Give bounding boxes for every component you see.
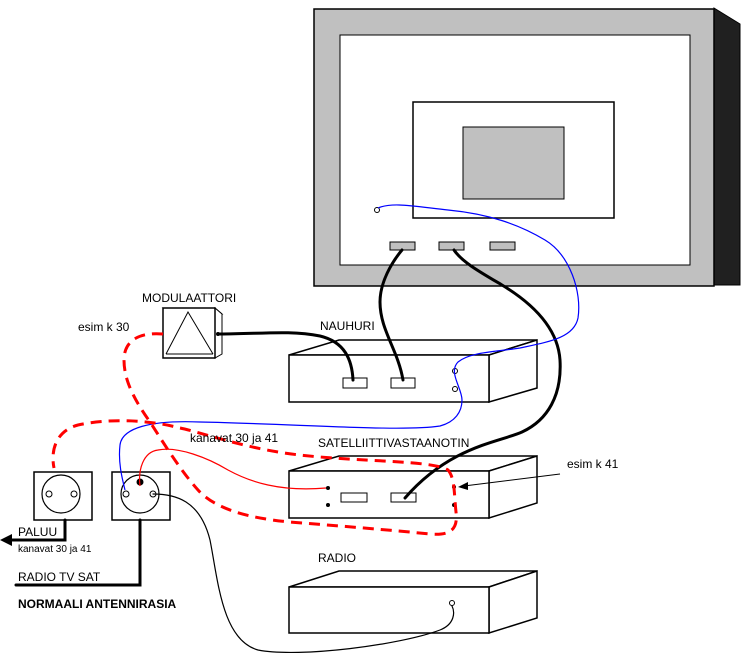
- radio-front: [288, 586, 490, 634]
- vcr-rf-connector-bottom: [452, 386, 458, 392]
- cable-tv-to-satellite: [403, 248, 562, 500]
- label-modulator: MODULAATTORI: [142, 291, 236, 305]
- satellite-receiver-connector-1: [326, 486, 330, 490]
- return-socket: [33, 471, 93, 521]
- modulator-symbol: [165, 310, 214, 355]
- label-radio: RADIO: [318, 551, 356, 565]
- vcr: [288, 338, 538, 403]
- vcr-front: [288, 354, 490, 403]
- satellite-receiver: [288, 454, 538, 520]
- label-satellite-receiver: SATELLIITTIVASTAANOTIN: [318, 436, 469, 450]
- modulator-box: [162, 307, 216, 359]
- radio-antenna-connector: [449, 600, 455, 606]
- return-arrowhead: [0, 534, 12, 546]
- television: [313, 7, 741, 287]
- satellite-receiver-front: [288, 470, 490, 519]
- cable-modulator-to-vcr: [218, 331, 355, 382]
- label-modulator-channel: esim k 30: [78, 320, 130, 334]
- label-vcr: NAUHURI: [320, 319, 375, 333]
- black-cables: [0, 248, 562, 654]
- satellite-receiver-port-2: [390, 492, 417, 503]
- cable-tv-to-vcr: [378, 248, 405, 382]
- vcr-antenna-port: [342, 377, 368, 389]
- cable-socket-to-return: [6, 518, 67, 542]
- return-socket-pin-left: [45, 490, 53, 498]
- modulator: [161, 306, 224, 359]
- antenna-socket-pin-left: [122, 490, 130, 498]
- tv-side-panel: [713, 7, 741, 286]
- tv-scart-port-2: [489, 241, 516, 251]
- red-dashed-channel-loop: [51, 332, 458, 536]
- label-return: PALUU: [18, 525, 57, 539]
- return-socket-ring: [41, 474, 81, 514]
- cable-socket-to-normal: [14, 518, 142, 587]
- radio: [288, 569, 538, 635]
- cable-socket-to-radio: [152, 493, 455, 654]
- esim-k-41-pointer: [463, 473, 561, 487]
- blue-cable: [118, 204, 580, 491]
- satellite-receiver-connector-2: [326, 503, 330, 507]
- antenna-socket: [111, 471, 171, 521]
- tv-antenna-connector: [374, 207, 380, 213]
- label-channels: kanavat 30 ja 41: [190, 431, 278, 445]
- satellite-receiver-port-1: [340, 492, 368, 503]
- red-cable: [138, 448, 327, 490]
- esim-k-41-pointer-arrowhead: [458, 482, 468, 490]
- return-socket-pin-right: [70, 490, 78, 498]
- label-normal-socket: NORMAALI ANTENNIRASIA: [18, 597, 177, 611]
- label-return-channels: kanavat 30 ja 41: [18, 544, 92, 555]
- label-satellite-channel: esim k 41: [567, 457, 619, 471]
- tv-scart-port-1: [438, 241, 465, 251]
- tv-screen-picture: [462, 126, 565, 200]
- label-socket-outputs: RADIO TV SAT: [18, 570, 101, 584]
